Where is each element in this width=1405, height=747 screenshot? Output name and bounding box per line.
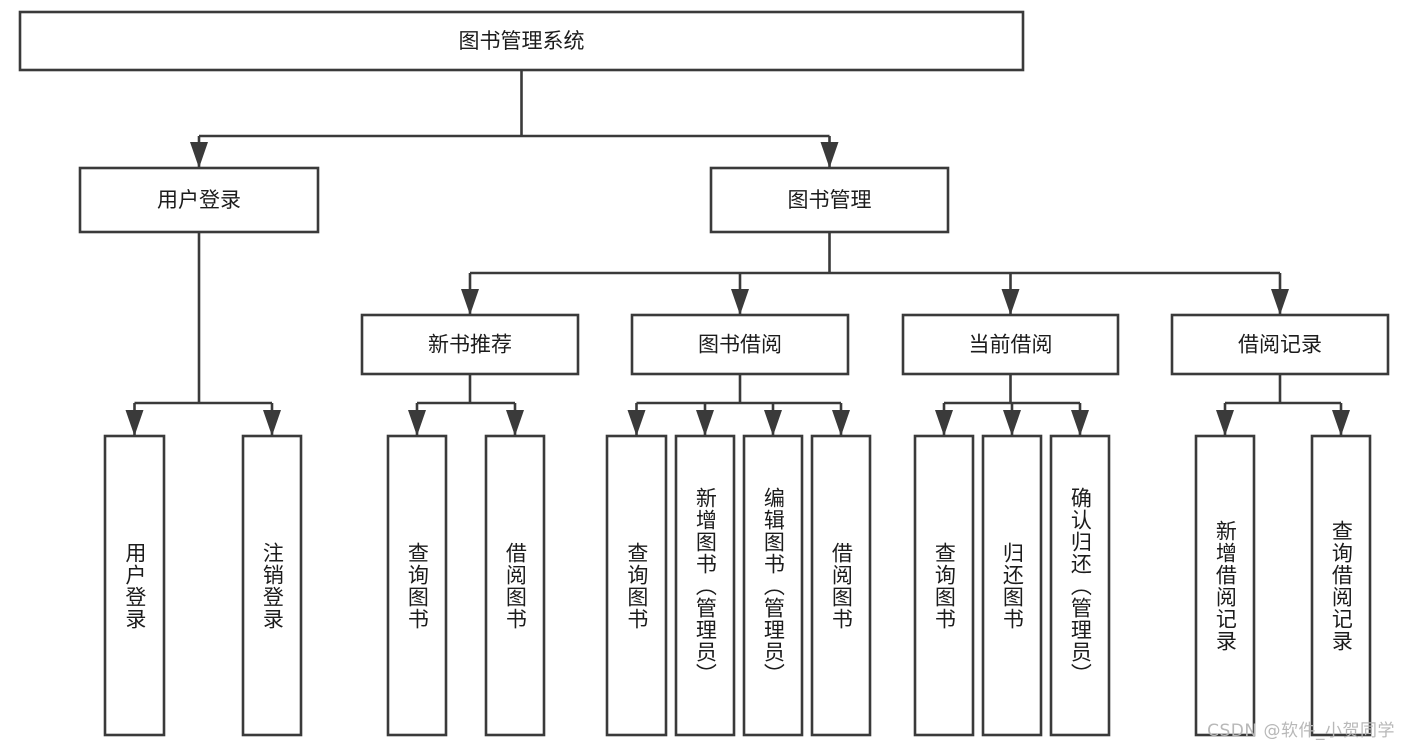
leaf-node-box	[913, 434, 975, 737]
leaf-node-box	[810, 434, 872, 737]
arrow-head-icon	[1216, 410, 1234, 436]
arrow-head-icon	[764, 410, 782, 436]
arrow-head-icon	[125, 410, 144, 436]
level3-node-label: 新书推荐	[428, 333, 512, 357]
leaf-node-box	[1194, 434, 1256, 737]
leaf-node-box	[1049, 434, 1111, 737]
leaf-node-box	[103, 434, 166, 737]
arrow-head-icon	[461, 289, 479, 315]
arrow-head-icon	[696, 410, 714, 436]
leaf-node-box	[674, 434, 736, 737]
arrow-head-icon	[1001, 289, 1020, 315]
arrow-head-icon	[263, 410, 281, 436]
leaf-node-box	[605, 434, 668, 737]
level2-node-label: 图书管理	[788, 188, 872, 212]
connectors-layer	[125, 70, 1350, 436]
leaf-node-box	[241, 434, 303, 737]
arrow-head-icon	[1003, 410, 1021, 436]
level2-node-box	[709, 166, 950, 234]
level3-node-box	[1170, 313, 1390, 376]
root-node-label: 图书管理系统	[459, 29, 585, 53]
arrow-head-icon	[820, 142, 839, 168]
arrow-head-icon	[506, 410, 524, 436]
arrow-head-icon	[1071, 410, 1089, 436]
level3-node-box	[630, 313, 850, 376]
arrow-head-icon	[1332, 410, 1350, 436]
arrow-head-icon	[832, 410, 850, 436]
level2-node-box	[78, 166, 320, 234]
leaf-node-box	[484, 434, 546, 737]
level3-node-box	[901, 313, 1120, 376]
arrow-head-icon	[627, 410, 646, 436]
boxes-layer	[18, 10, 1390, 737]
level3-node-label: 借阅记录	[1238, 333, 1322, 357]
arrow-head-icon	[935, 410, 953, 436]
leaf-node-box	[742, 434, 804, 737]
leaf-node-box	[386, 434, 448, 737]
arrow-head-icon	[190, 142, 208, 168]
arrow-head-icon	[1271, 289, 1289, 315]
level3-node-box	[360, 313, 580, 376]
arrow-head-icon	[731, 289, 749, 315]
level2-node-label: 用户登录	[157, 188, 241, 212]
arrow-head-icon	[408, 410, 426, 436]
leaf-node-box	[1310, 434, 1372, 737]
root-node-box	[18, 10, 1025, 72]
leaf-node-box	[981, 434, 1043, 737]
level3-node-label: 图书借阅	[698, 333, 782, 357]
level3-node-label: 当前借阅	[969, 333, 1053, 357]
